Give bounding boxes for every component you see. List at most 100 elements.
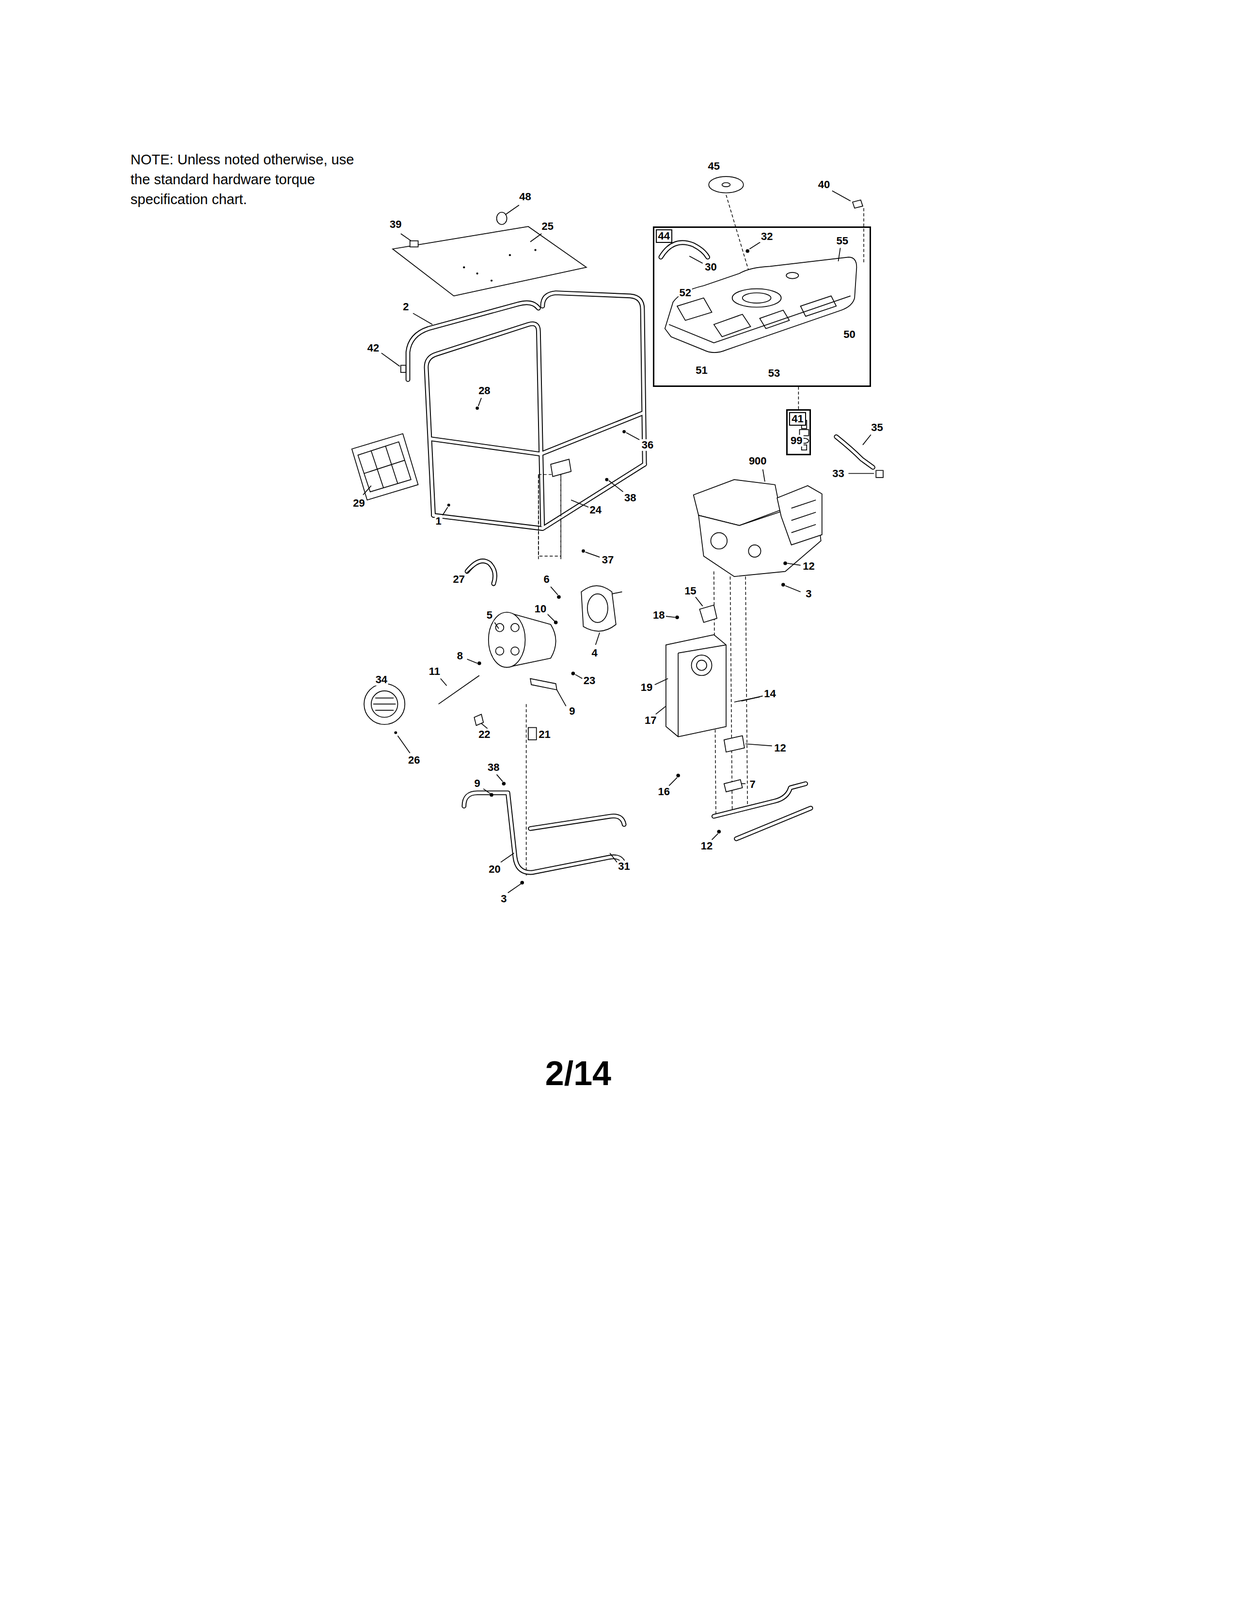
callout-number: 18: [651, 609, 666, 621]
leader-lines-part: [626, 432, 640, 440]
leader-lines-part: [848, 473, 874, 475]
frame-tubes: [408, 242, 873, 872]
callout-number: 27: [452, 573, 466, 586]
callout-number: 42: [366, 342, 381, 354]
callout-number: 17: [643, 714, 658, 727]
leader-lines-part: [712, 833, 719, 840]
alternator-part: [556, 594, 561, 599]
callout-number: 14: [762, 687, 777, 700]
callout-number: 12: [773, 742, 787, 754]
leader-lines-part: [654, 678, 668, 685]
leader-lines-part: [397, 735, 411, 753]
callout-number: 5: [485, 609, 494, 621]
engine: [693, 479, 823, 587]
leader-lines-part: [467, 659, 478, 664]
mount-bracket-part: [581, 549, 586, 553]
leader-lines-part: [466, 567, 474, 574]
callout-number: 29: [351, 496, 366, 509]
callout-number: 48: [518, 190, 532, 203]
outlet-panel-part: [357, 441, 411, 492]
leader-lines-part: [381, 352, 400, 366]
frame-tubes-part: [408, 242, 873, 872]
leader-lines-part: [575, 674, 583, 679]
callout-number: 51: [694, 364, 709, 377]
engine-adapter-part: [587, 593, 608, 623]
leader-lines-part: [546, 613, 555, 622]
fuel-tank-part: [713, 314, 751, 337]
group-number: 41: [789, 412, 806, 426]
muffler-part: [677, 652, 679, 737]
rear-cover-part: [375, 697, 394, 699]
frame-tubes-part-part: [542, 292, 645, 465]
engine-part: [791, 499, 816, 508]
leader-lines-part: [741, 782, 746, 784]
top-panel-part: [496, 212, 508, 225]
outlet-panel-part: [364, 459, 405, 474]
mount-bracket-part: [622, 429, 626, 434]
callout-number: 30: [703, 261, 718, 273]
frame-tubes-part-part: [426, 323, 543, 526]
muffler-part: [717, 829, 722, 834]
frame-tubes-part-part: [836, 436, 873, 468]
callout-number: 28: [477, 384, 492, 397]
top-panel-part: [490, 279, 493, 282]
outlet-panel: [351, 433, 419, 500]
callout-number: 36: [640, 439, 655, 451]
leader-lines-part: [442, 507, 448, 516]
alternator-part: [495, 623, 505, 632]
callout-number: 900: [747, 455, 768, 467]
muffler-part: [675, 615, 680, 619]
alternator-part: [495, 646, 505, 655]
engine-adapter: [581, 585, 622, 632]
alternator-part: [510, 623, 520, 632]
leader-lines-part: [483, 788, 491, 794]
frame-tubes-part-part: [660, 242, 708, 257]
engine-part: [783, 561, 788, 566]
fuel-tank-part: [742, 292, 772, 303]
muffler-part: [724, 735, 745, 752]
callout-number: 33: [831, 467, 845, 479]
top-panel-part: [392, 226, 587, 296]
alternator-part: [510, 646, 520, 655]
mount-bracket-part: [550, 459, 571, 477]
leader-lines-part: [481, 723, 488, 729]
sub-assembly-box: 41: [786, 409, 811, 456]
frame-tubes-part-part: [542, 292, 645, 465]
leader-lines-part: [494, 622, 499, 629]
engine-part: [791, 512, 816, 521]
frame-tubes-part-part: [467, 560, 496, 584]
frame-tubes-part-part: [736, 808, 811, 839]
engine-adapter-part: [581, 585, 617, 632]
mount-bracket-part: [538, 474, 561, 556]
leader-lines-part: [570, 499, 589, 508]
leader-lines-part: [762, 469, 765, 482]
leader-lines-part: [785, 585, 801, 592]
muffler-part: [696, 660, 707, 671]
callout-number: 35: [870, 421, 884, 434]
callout-number: 19: [639, 681, 654, 694]
callout-number: 21: [537, 728, 552, 741]
dashed-assembly-lines-part: [525, 703, 527, 878]
top-panel-part: [534, 249, 537, 252]
leader-lines-part: [832, 190, 851, 202]
leader-lines-part: [507, 883, 522, 893]
alternator-part: [488, 612, 526, 668]
engine-adapter-part: [611, 591, 622, 594]
frame-tubes-part-part: [430, 412, 643, 454]
alternator-part: [528, 727, 537, 740]
leader-lines-part: [506, 205, 520, 215]
leader-lines-part: [595, 632, 600, 645]
leader-lines-part: [862, 434, 872, 445]
fuel-tank-part: [722, 182, 731, 187]
frame-tubes-part-part: [463, 792, 624, 872]
leader-lines-part: [741, 695, 763, 701]
engine-part: [791, 524, 816, 533]
leader-lines-part: [838, 247, 840, 261]
parts-group-box: 44: [652, 226, 872, 387]
callout-number: 26: [407, 754, 421, 766]
alternator-part: [477, 661, 482, 666]
alternator-part: [530, 678, 557, 690]
leader-lines-part: [689, 255, 703, 264]
